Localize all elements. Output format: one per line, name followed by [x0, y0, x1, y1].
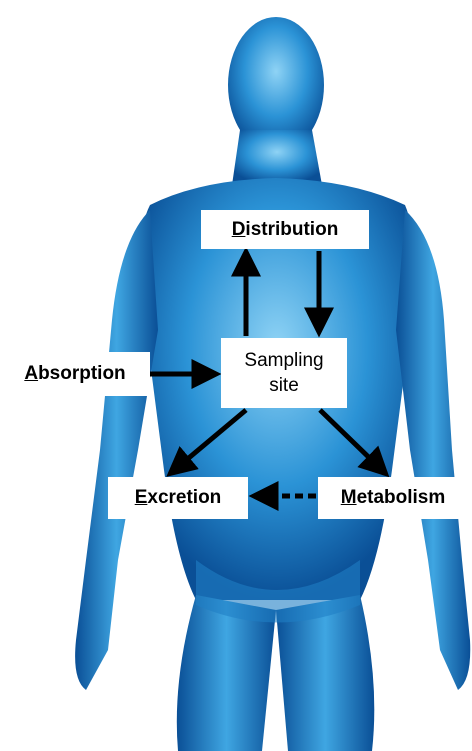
absorption-rest: bsorption [38, 363, 126, 385]
metabolism-initial: M [341, 487, 357, 509]
sampling-line-2: site [269, 373, 299, 398]
distribution-rest: istribution [245, 219, 338, 241]
arrow-sampling-to-excretion [172, 410, 246, 472]
excretion-initial: E [135, 487, 148, 509]
arrow-sampling-to-metabolism [320, 410, 384, 472]
metabolism-rest: etabolism [357, 487, 446, 509]
absorption-initial: A [24, 363, 38, 385]
excretion-rest: xcretion [147, 487, 221, 509]
sampling-line-1: Sampling [244, 348, 323, 373]
sampling-site-node: Sampling site [221, 338, 347, 408]
distribution-initial: D [232, 219, 246, 241]
